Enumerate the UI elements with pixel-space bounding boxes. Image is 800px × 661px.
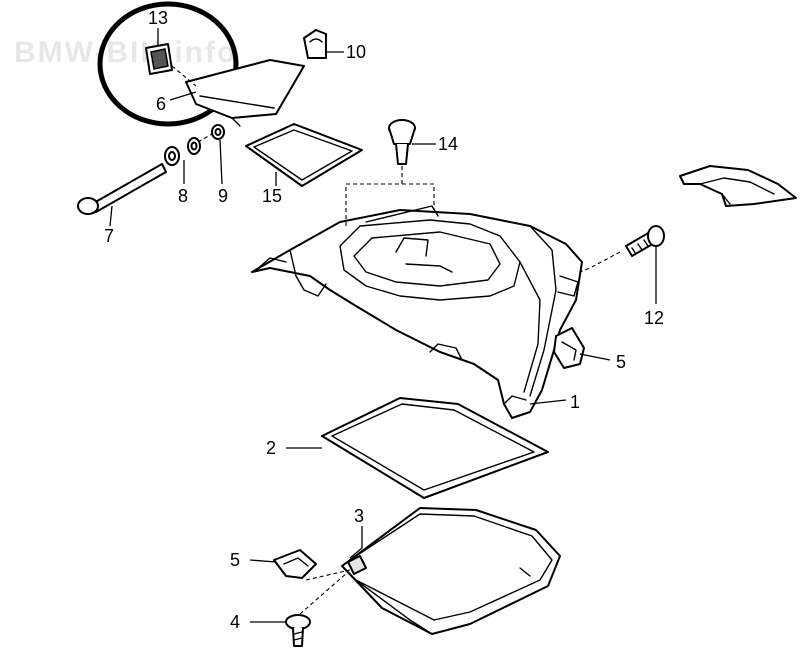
part-1-carrier xyxy=(251,205,583,419)
callout-2: 2 xyxy=(266,438,276,458)
part-7-long-bolt xyxy=(77,163,167,215)
part-15-gasket-pad xyxy=(245,123,363,187)
part-6-cover-flap xyxy=(185,59,305,127)
callout-5-lower: 5 xyxy=(230,550,240,570)
assembly-lines xyxy=(171,65,621,615)
callout-6: 6 xyxy=(156,94,166,114)
part-10-bracket xyxy=(303,29,327,59)
callout-4: 4 xyxy=(230,612,240,632)
callout-labels: 13 6 10 14 15 9 8 7 12 5 1 2 3 5 4 xyxy=(104,8,664,632)
top-right-cover-piece xyxy=(679,165,797,207)
callout-5-upper: 5 xyxy=(616,352,626,372)
callout-7: 7 xyxy=(104,226,114,246)
part-3-storage-box xyxy=(341,507,561,635)
callout-15: 15 xyxy=(262,186,282,206)
highlight-circle xyxy=(97,1,239,127)
part-4-screw xyxy=(285,614,311,647)
callout-leaders xyxy=(109,28,657,623)
part-14-push-knob xyxy=(388,119,416,165)
part-2-seal xyxy=(321,397,549,499)
part-5-clip-lower xyxy=(273,549,317,579)
callout-14: 14 xyxy=(438,134,458,154)
callout-9: 9 xyxy=(218,186,228,206)
callout-12: 12 xyxy=(644,308,664,328)
part-12-screw xyxy=(625,225,665,257)
callout-10: 10 xyxy=(346,42,366,62)
callout-13: 13 xyxy=(148,8,168,28)
watermark-text: BMW-BIK.info xyxy=(14,36,237,69)
callout-8: 8 xyxy=(178,186,188,206)
callout-3: 3 xyxy=(354,506,364,526)
part-9-ring xyxy=(211,124,225,140)
part-8-washers xyxy=(164,137,201,166)
part-5-clip-upper xyxy=(553,327,585,369)
part-13-clip xyxy=(145,43,173,75)
callout-1: 1 xyxy=(570,392,580,412)
